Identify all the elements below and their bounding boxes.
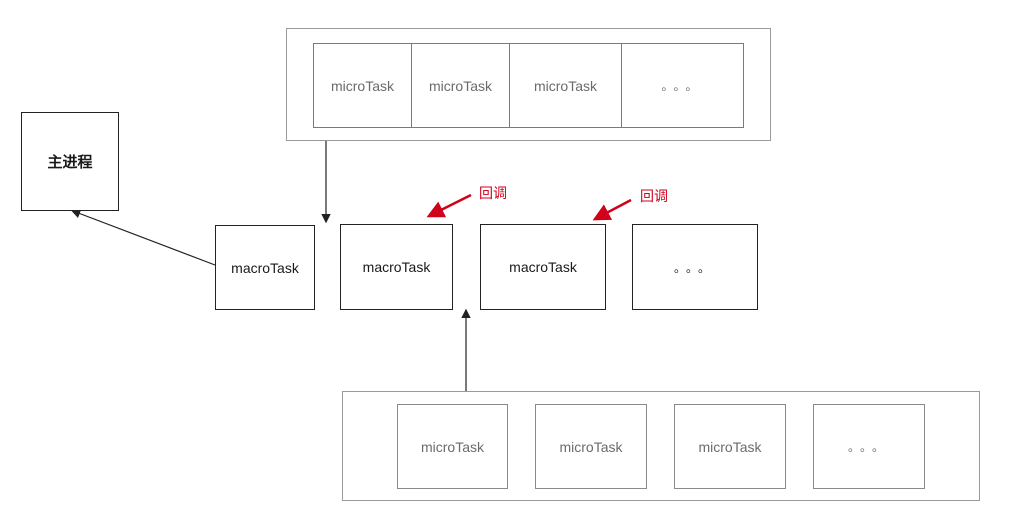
microtask-cell: microTask: [412, 44, 510, 127]
macrotask-ellipsis-box: 。。。: [632, 224, 758, 310]
microtask-cell: microTask: [510, 44, 622, 127]
callback-arrow-1: [426, 193, 472, 218]
microtask-box: microTask: [397, 404, 508, 489]
main-process-box: 主进程: [21, 112, 119, 211]
top-microtask-queue-outline: [286, 28, 771, 141]
macrotask-box: macroTask: [215, 225, 315, 310]
macrotask-box: macroTask: [340, 224, 453, 310]
callback-arrow-2: [592, 198, 632, 221]
main-process-label: 主进程: [47, 153, 93, 171]
callback-label: 回调: [640, 189, 668, 205]
ellipsis-cell: 。。。: [661, 79, 704, 93]
macrotask-box: macroTask: [480, 224, 606, 310]
microtask-box: microTask: [535, 404, 647, 489]
bottom-microtask-queue-outline: [342, 391, 980, 501]
microtask-ellipsis-box: 。。。: [813, 404, 925, 489]
top-microtask-queue: microTask microTask microTask 。。。: [313, 43, 744, 128]
callback-label: 回调: [479, 186, 507, 202]
arrow-macro-to-main-process: [70, 209, 216, 266]
microtask-cell: microTask: [314, 44, 412, 127]
microtask-box: microTask: [674, 404, 786, 489]
